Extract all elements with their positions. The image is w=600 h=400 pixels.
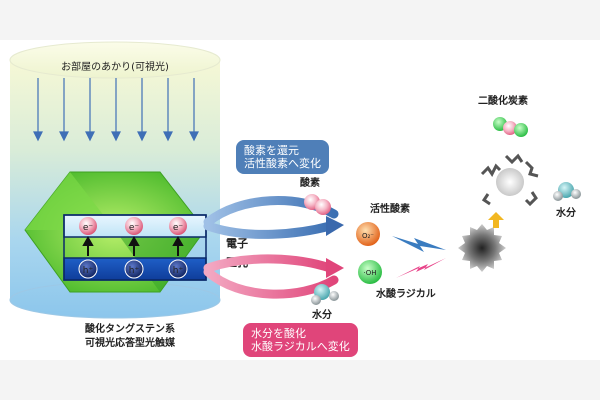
bottom-margin-band — [0, 360, 600, 400]
svg-text:e⁻: e⁻ — [173, 223, 184, 233]
electron-3: e⁻ — [169, 217, 187, 235]
hydroxyl-radical: ·OH — [358, 260, 382, 284]
svg-text:h⁺: h⁺ — [129, 266, 140, 276]
superoxide-radical: O₂⁻ — [356, 222, 380, 246]
hole-3: h⁺ — [168, 259, 188, 279]
light-label: お部屋のあかり(可視光) — [61, 60, 169, 73]
co2-molecule — [493, 117, 528, 137]
co2-label: 二酸化炭素 — [478, 94, 528, 107]
oxidation-box-line2: 水酸ラジカルへ変化 — [251, 340, 350, 353]
hole-2: h⁺ — [124, 259, 144, 279]
svg-text:·OH: ·OH — [364, 269, 377, 277]
electron-2: e⁻ — [125, 217, 143, 235]
oxygen-molecule — [304, 194, 331, 215]
svg-text:O₂⁻: O₂⁻ — [362, 232, 374, 240]
reduction-box: 酸素を還元 活性酸素へ変化 — [236, 140, 329, 174]
oxidation-box: 水分を酸化 水酸ラジカルへ変化 — [243, 323, 358, 357]
catalyst-name-line2: 可視光応答型光触媒 — [85, 336, 176, 349]
decomposition-arrow-icon — [488, 212, 504, 228]
water-molecule-right — [553, 182, 581, 201]
oxidation-box-line1: 水分を酸化 — [251, 327, 306, 340]
svg-text:h⁺: h⁺ — [83, 266, 94, 276]
top-margin-band — [0, 0, 600, 40]
electron-label: 電子 — [226, 237, 248, 250]
blue-lightning-icon — [392, 236, 446, 252]
reduction-box-line1: 酸素を還元 — [244, 144, 299, 157]
svg-text:e⁻: e⁻ — [129, 223, 140, 233]
electron-1: e⁻ — [79, 217, 97, 235]
reduction-box-line2: 活性酸素へ変化 — [244, 157, 321, 170]
oxygen-label: 酸素 — [300, 176, 320, 189]
pink-lightning-icon — [396, 258, 446, 278]
excitation-arrows — [82, 235, 184, 256]
light-rays — [33, 78, 199, 142]
pollutant-gear-icon — [458, 224, 506, 272]
decomposed-gear-icon — [480, 153, 539, 207]
active-oxygen-label: 活性酸素 — [370, 202, 410, 215]
hydroxyl-radical-label: 水酸ラジカル — [375, 287, 436, 300]
svg-text:e⁻: e⁻ — [83, 223, 94, 233]
water-molecule-bottom — [311, 284, 339, 305]
svg-text:h⁺: h⁺ — [173, 266, 184, 276]
catalyst-name-line1: 酸化タングステン系 — [85, 322, 175, 335]
water-label-bottom: 水分 — [311, 308, 332, 321]
hole-1: h⁺ — [78, 259, 98, 279]
water-label-right: 水分 — [555, 206, 576, 219]
